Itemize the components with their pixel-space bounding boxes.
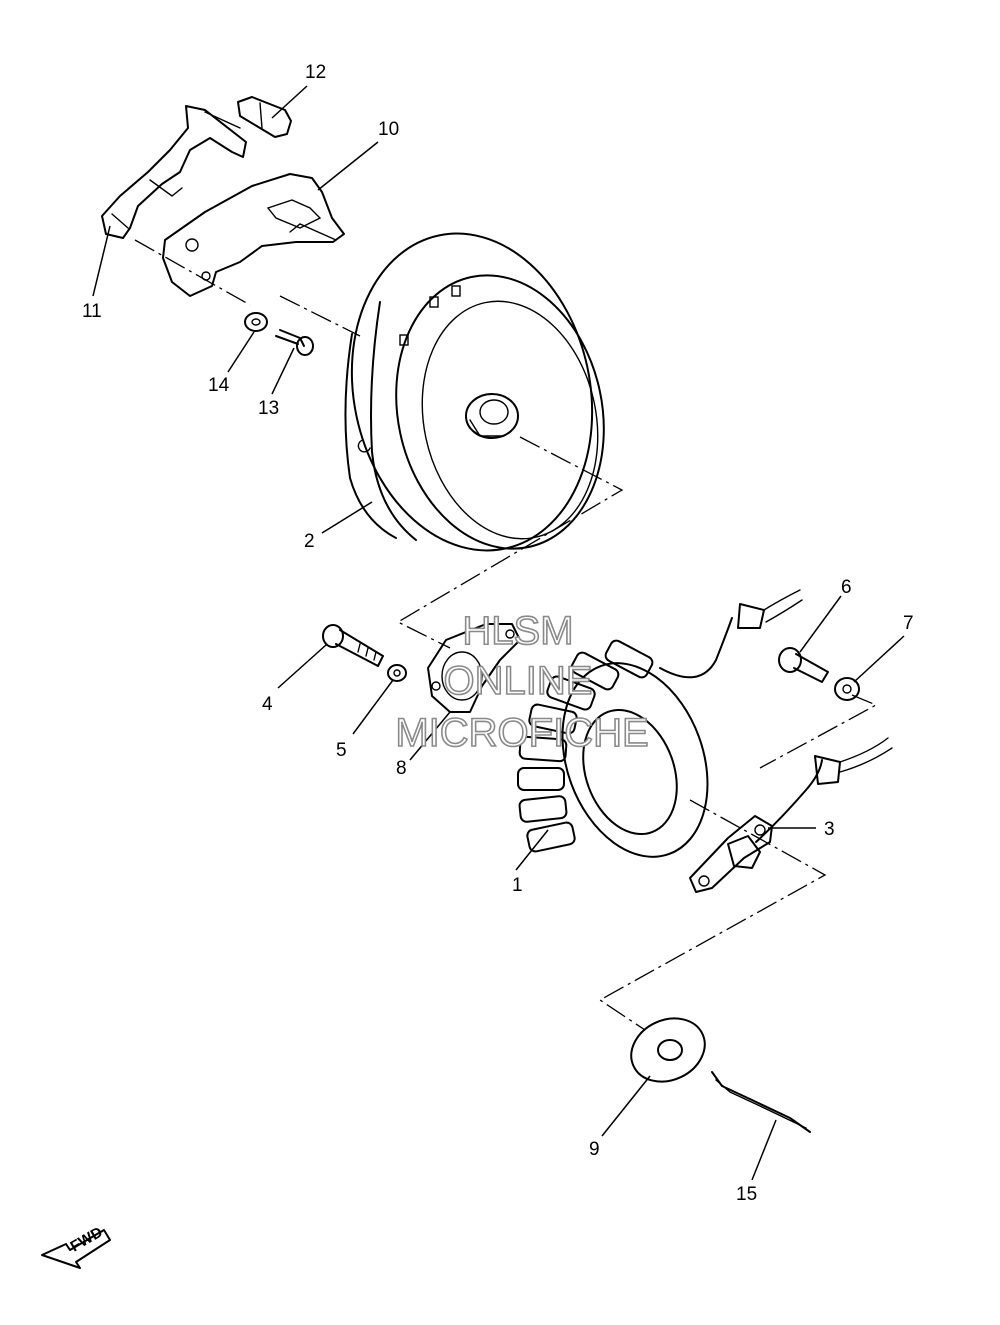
fwd-label: FWD <box>68 1224 106 1256</box>
callout-2: 2 <box>304 531 315 552</box>
forward-direction-badge: FWD <box>41 1224 111 1269</box>
part-13-screw <box>275 329 314 356</box>
watermark-line-1: HLSM <box>462 609 573 653</box>
part-3-pickup-coil <box>689 737 893 893</box>
part-14-washer <box>244 312 268 332</box>
callout-15: 15 <box>736 1184 757 1205</box>
callout-10: 10 <box>378 119 399 140</box>
part-4-bolt <box>322 624 384 667</box>
leader-lines <box>92 85 905 1181</box>
watermark-line-3: MICROFICHE <box>395 711 648 755</box>
assembly-centerlines <box>134 239 878 1031</box>
part-7-washer <box>834 677 860 701</box>
callout-11: 11 <box>82 301 102 322</box>
part-6-bolt <box>778 647 829 683</box>
part-8-plate <box>427 623 521 713</box>
part-9-washer <box>630 1017 706 1083</box>
part-5-washer <box>387 664 407 682</box>
callout-1: 1 <box>512 875 523 896</box>
callout-7: 7 <box>903 613 914 634</box>
part-15-key <box>711 1071 811 1133</box>
part-10-cover <box>162 173 345 297</box>
part-12-cap <box>237 96 292 138</box>
part-1-stator <box>517 589 803 858</box>
callout-13: 13 <box>258 398 279 419</box>
callout-9: 9 <box>589 1139 600 1160</box>
callout-numbers: 12 10 11 14 13 2 4 5 8 1 3 6 7 9 15 <box>82 62 914 1205</box>
callout-6: 6 <box>841 577 852 598</box>
part-2-flywheel-rotor <box>344 232 605 552</box>
watermark: HLSM ONLINE MICROFICHE <box>395 608 650 756</box>
callout-12: 12 <box>305 62 326 83</box>
part-11-bracket <box>101 105 247 239</box>
callout-4: 4 <box>262 694 273 715</box>
watermark-line-2: ONLINE <box>444 659 593 703</box>
callout-3: 3 <box>824 819 835 840</box>
callout-5: 5 <box>336 740 347 761</box>
callout-8: 8 <box>396 758 407 779</box>
callout-14: 14 <box>208 375 230 396</box>
